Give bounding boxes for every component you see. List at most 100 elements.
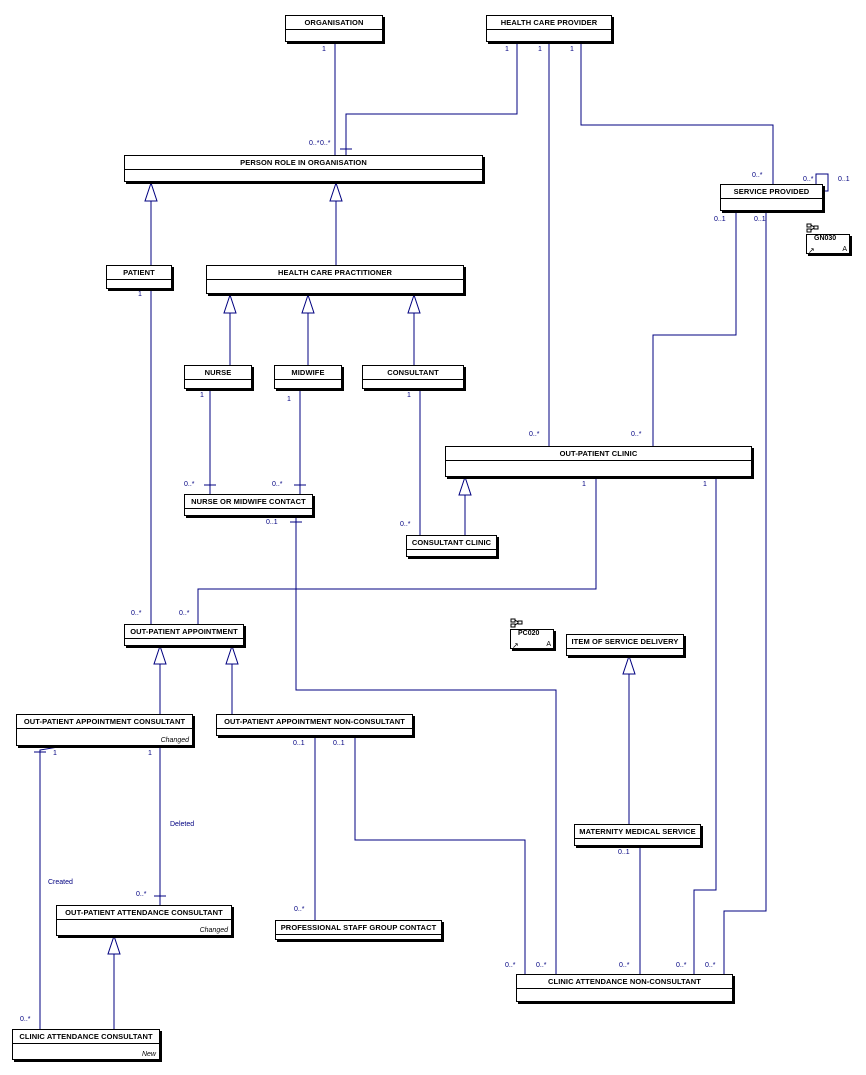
- generalization-arrow: [329, 181, 343, 202]
- entity-name: SERVICE PROVIDED: [721, 185, 822, 199]
- multiplicity-label: 1: [703, 481, 707, 488]
- multiplicity-label: 0..1: [266, 519, 278, 526]
- entity-maternity-medical-service[interactable]: MATERNITY MEDICAL SERVICE: [574, 824, 701, 846]
- entity-name: OUT-PATIENT APPOINTMENT CONSULTANT: [17, 715, 192, 729]
- multiplicity-label: 1: [407, 392, 411, 399]
- multiplicity-label: 1: [138, 291, 142, 298]
- package-diagram-icon: [510, 618, 523, 628]
- entity-health-care-practitioner[interactable]: HEALTH CARE PRACTITIONER: [206, 265, 464, 294]
- entity-name: PERSON ROLE IN ORGANISATION: [125, 156, 482, 170]
- entity-opa-non-consultant[interactable]: OUT-PATIENT APPOINTMENT NON-CONSULTANT: [216, 714, 413, 736]
- association-line: [295, 516, 557, 974]
- association-line: [693, 477, 717, 974]
- entity-midwife[interactable]: MIDWIFE: [274, 365, 342, 389]
- association-line: [39, 745, 65, 1029]
- generalization-arrow: [153, 644, 167, 665]
- entity-nurse-midwife-contact[interactable]: NURSE OR MIDWIFE CONTACT: [184, 494, 313, 516]
- generalization-arrow: [225, 644, 239, 665]
- multiplicity-label: 0..*: [136, 891, 147, 898]
- entity-out-patient-clinic[interactable]: OUT-PATIENT CLINIC: [445, 446, 752, 477]
- entity-professional-staff-group-contact[interactable]: PROFESSIONAL STAFF GROUP CONTACT: [275, 920, 442, 940]
- multiplicity-label: 0..*: [619, 962, 630, 969]
- entity-clinic-attendance-consultant[interactable]: CLINIC ATTENDANCE CONSULTANT New: [12, 1029, 160, 1060]
- package-label: PC020: [518, 630, 540, 637]
- entity-item-service-delivery[interactable]: ITEM OF SERVICE DELIVERY: [566, 634, 684, 656]
- association-line: [652, 211, 737, 446]
- multiplicity-label: 0..*: [179, 610, 190, 617]
- generalization-arrow: [407, 293, 421, 314]
- entity-nurse[interactable]: NURSE: [184, 365, 252, 389]
- multiplicity-label: 1: [287, 396, 291, 403]
- multiplicity-label: 0..*: [20, 1016, 31, 1023]
- entity-consultant-clinic[interactable]: CONSULTANT CLINIC: [406, 535, 497, 557]
- generalization-arrow: [458, 475, 472, 496]
- multiplicity-label: 0..1: [293, 740, 305, 747]
- package-gn030[interactable]: GN030 ↗ A: [806, 222, 851, 255]
- association-line: [723, 211, 767, 974]
- entity-status-note: Changed: [199, 927, 228, 934]
- multiplicity-label: 0..*: [294, 906, 305, 913]
- package-pc020[interactable]: PC020 ↗ A: [510, 617, 555, 650]
- entity-name: NURSE: [185, 366, 251, 380]
- lock-icon: A: [546, 641, 551, 648]
- association-line: [580, 42, 774, 184]
- multiplicity-label: 1: [570, 46, 574, 53]
- multiplicity-label: 0..*: [131, 610, 142, 617]
- entity-consultant[interactable]: CONSULTANT: [362, 365, 464, 389]
- multiplicity-label: 0..*: [529, 431, 540, 438]
- multiplicity-label: 1: [148, 750, 152, 757]
- entity-health-care-provider[interactable]: HEALTH CARE PROVIDER: [486, 15, 612, 42]
- entity-name: ITEM OF SERVICE DELIVERY: [567, 635, 683, 649]
- multiplicity-label: 0..*: [400, 521, 411, 528]
- multiplicity-label: 0..*: [505, 962, 516, 969]
- entity-name: NURSE OR MIDWIFE CONTACT: [185, 495, 312, 509]
- entity-opa-consultant[interactable]: OUT-PATIENT APPOINTMENT CONSULTANT Change…: [16, 714, 193, 746]
- multiplicity-label: 1: [53, 750, 57, 757]
- entity-person-role[interactable]: PERSON ROLE IN ORGANISATION: [124, 155, 483, 182]
- entity-name: MIDWIFE: [275, 366, 341, 380]
- multiplicity-label: 0..1: [333, 740, 345, 747]
- package-diagram-icon: [806, 223, 819, 233]
- entity-clinic-attendance-non-consultant[interactable]: CLINIC ATTENDANCE NON-CONSULTANT: [516, 974, 733, 1002]
- multiplicity-label: 0..*: [536, 962, 547, 969]
- association-line: [354, 736, 526, 974]
- entity-name: HEALTH CARE PROVIDER: [487, 16, 611, 30]
- arrow-icon: ↗: [808, 246, 815, 255]
- association-line: [815, 173, 829, 192]
- generalization-arrow: [622, 654, 636, 675]
- multiplicity-label: 0..1: [714, 216, 726, 223]
- multiplicity-label: 1: [200, 392, 204, 399]
- multiplicity-label: 1: [582, 481, 586, 488]
- multiplicity-label: 0..*: [320, 140, 331, 147]
- multiplicity-label: 0..*: [272, 481, 283, 488]
- entity-name: ORGANISATION: [286, 16, 382, 30]
- entity-patient[interactable]: PATIENT: [106, 265, 172, 289]
- multiplicity-label: 0..*: [803, 176, 814, 183]
- multiplicity-label: 0..*: [752, 172, 763, 179]
- association-line: [345, 42, 518, 155]
- entity-name: CLINIC ATTENDANCE CONSULTANT: [13, 1030, 159, 1044]
- generalization-arrow: [301, 293, 315, 314]
- entity-status-note: New: [141, 1051, 156, 1058]
- multiplicity-label: 1: [505, 46, 509, 53]
- entity-organisation[interactable]: ORGANISATION: [285, 15, 383, 42]
- generalization-arrow: [107, 934, 121, 955]
- generalization-arrow: [144, 181, 158, 202]
- role-label-deleted: Deleted: [170, 821, 195, 828]
- entity-status-note: Changed: [160, 737, 189, 744]
- generalization-arrow: [223, 293, 237, 314]
- entity-service-provided[interactable]: SERVICE PROVIDED: [720, 184, 823, 211]
- multiplicity-label: 0..*: [676, 962, 687, 969]
- multiplicity-label: 0..*: [705, 962, 716, 969]
- entity-out-patient-appointment[interactable]: OUT-PATIENT APPOINTMENT: [124, 624, 244, 646]
- multiplicity-label: 0..1: [754, 216, 766, 223]
- association-line: [197, 477, 597, 624]
- multiplicity-label: 0..*: [631, 431, 642, 438]
- multiplicity-label: 1: [322, 46, 326, 53]
- entity-name: HEALTH CARE PRACTITIONER: [207, 266, 463, 280]
- entity-name: OUT-PATIENT APPOINTMENT: [125, 625, 243, 639]
- multiplicity-label: 0..*: [184, 481, 195, 488]
- arrow-icon: ↗: [512, 641, 519, 650]
